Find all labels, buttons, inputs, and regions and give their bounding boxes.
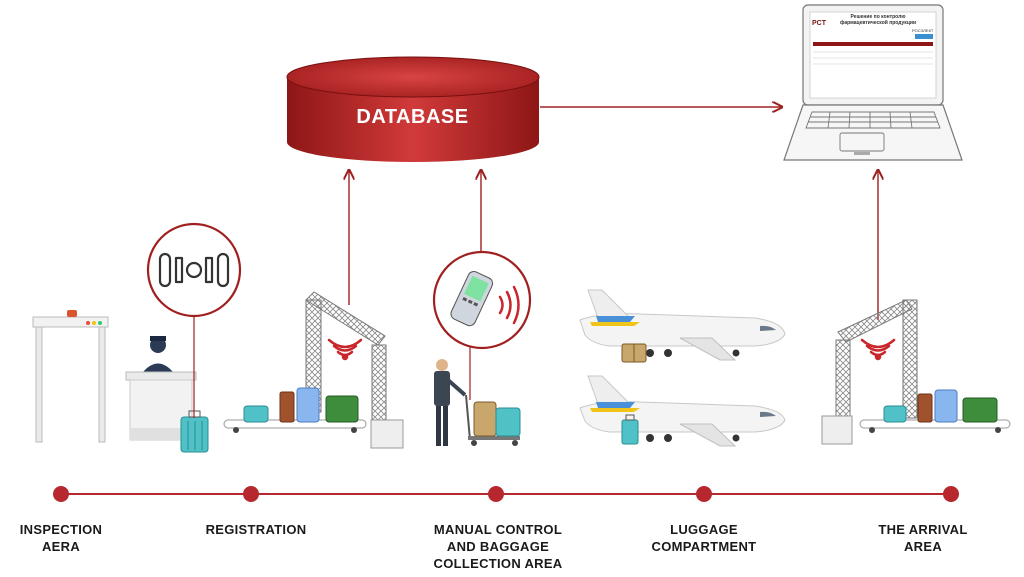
stage-label-luggage-compartment: LUGGAGE COMPARTMENT xyxy=(651,522,757,554)
database-label: DATABASE xyxy=(356,106,469,128)
stage-label-registration: REGISTRATION xyxy=(205,522,307,537)
timeline-dot-luggage xyxy=(696,486,712,502)
timeline-dot-inspection xyxy=(53,486,69,502)
luggage-icon xyxy=(243,387,359,423)
timeline-dot-manual-control xyxy=(488,486,504,502)
airplane-icon xyxy=(579,375,786,447)
timeline-dot-registration xyxy=(243,486,259,502)
wifi-signal-icon xyxy=(327,338,363,361)
laptop-screen-title: Решение по контролю фармацевтической про… xyxy=(839,14,917,26)
handheld-scanner-icon xyxy=(432,250,532,350)
timeline-dot-arrival xyxy=(943,486,959,502)
person-icon xyxy=(434,359,467,446)
luggage-icon xyxy=(621,414,639,445)
luggage-icon xyxy=(465,394,521,446)
stage-label-arrival: THE ARRIVAL AREA xyxy=(878,522,968,554)
stage-label-manual-control: MANUAL CONTROL AND BAGGAGE COLLECTION AR… xyxy=(433,522,563,571)
rfid-tag-icon xyxy=(146,222,242,318)
rfid-gate-icon xyxy=(223,291,404,449)
database-icon xyxy=(286,56,540,162)
registration-desk-icon xyxy=(125,336,197,441)
airplane-icon xyxy=(579,289,786,361)
metal-detector-icon xyxy=(32,310,109,443)
laptop-icon xyxy=(783,4,963,161)
laptop-screen-logo: PCT xyxy=(812,20,826,27)
wifi-signal-icon xyxy=(860,338,896,361)
luggage-icon xyxy=(621,343,647,363)
luggage-icon xyxy=(883,389,998,423)
laptop-screen-logo-right: РОСЭЛЕКТ xyxy=(912,28,934,33)
stage-label-inspection: INSPECTION AERA xyxy=(19,522,103,554)
